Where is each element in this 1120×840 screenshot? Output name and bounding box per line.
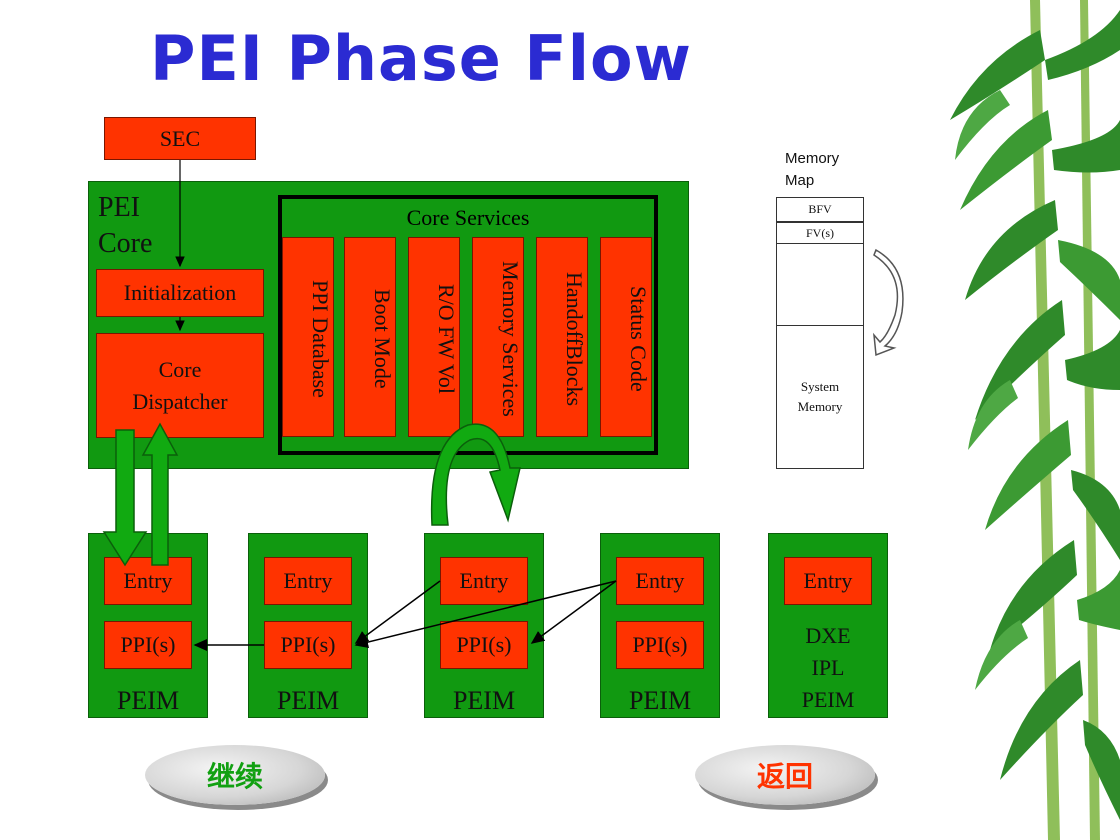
- core-dispatcher-box: Core Dispatcher: [96, 333, 264, 438]
- peim-2-label: PEIM: [276, 686, 340, 715]
- entry3-to-ppi2-arrow: [354, 580, 441, 644]
- dxe-peim-entry: Entry: [784, 557, 872, 605]
- core-services-title: Core Services: [406, 205, 530, 230]
- memory-system-line1: System: [800, 379, 840, 394]
- peim-2-ppi: PPI(s): [264, 621, 352, 669]
- peim-2-entry: Entry: [264, 557, 352, 605]
- back-button-label: 返回: [756, 760, 813, 793]
- dxe-peim-label: DXE IPL PEIM: [768, 620, 888, 716]
- service-ro-fw-vol: R/O FW Vol: [408, 237, 460, 437]
- service-handoff-blocks: HandoffBlocks: [536, 237, 588, 437]
- back-button[interactable]: 返回: [695, 745, 875, 805]
- core-services-frame: [278, 195, 658, 455]
- pei-core-label: PEI Core: [98, 190, 152, 262]
- dispatcher-line2: Dispatcher: [132, 388, 228, 414]
- peim-1-label: PEIM: [116, 686, 180, 715]
- initialization-box: Initialization: [96, 269, 264, 317]
- memory-system: System Memory: [776, 325, 864, 469]
- pei-core-label-line2: Core: [98, 228, 153, 259]
- peim-to-services-arrow: [430, 423, 521, 526]
- memory-map-title-line1: Memory: [785, 150, 840, 167]
- dxe-label-line2: IPL: [811, 655, 845, 680]
- entry4-to-ppi3-arrow: [530, 580, 617, 644]
- peim-4-ppi: PPI(s): [616, 621, 704, 669]
- service-boot-mode: Boot Mode: [344, 237, 396, 437]
- peim-3-label: PEIM: [452, 686, 516, 715]
- memory-system-line2: Memory: [797, 399, 843, 414]
- entry4-to-ppi2-arrow: [354, 580, 617, 648]
- dispatcher-line1: Core: [158, 356, 202, 382]
- memory-map-title-line2: Map: [785, 172, 815, 189]
- dxe-label-line3: PEIM: [801, 687, 855, 712]
- sec-box: SEC: [104, 117, 256, 160]
- dxe-label-line1: DXE: [805, 623, 851, 648]
- peim-3-entry: Entry: [440, 557, 528, 605]
- memory-gap: [776, 244, 864, 326]
- peim-4-label: PEIM: [628, 686, 692, 715]
- dispatch-up-arrow: [141, 422, 179, 566]
- dispatch-down-arrow: [102, 429, 148, 567]
- page-title: PEI Phase Flow: [150, 22, 692, 95]
- peim-1-ppi: PPI(s): [104, 621, 192, 669]
- service-ppi-database: PPI Database: [282, 237, 334, 437]
- memory-bfv: BFV: [776, 197, 864, 222]
- peim-3-ppi: PPI(s): [440, 621, 528, 669]
- peim-1-entry: Entry: [104, 557, 192, 605]
- continue-button-label: 继续: [206, 760, 263, 793]
- pei-core-label-line1: PEI: [98, 192, 140, 223]
- continue-button[interactable]: 继续: [145, 745, 325, 805]
- memory-fvs: FV(s): [776, 222, 864, 244]
- service-status-code: Status Code: [600, 237, 652, 437]
- service-memory-services: Memory Services: [472, 237, 524, 437]
- memory-shadow-arrow: [873, 248, 904, 357]
- peim-4-entry: Entry: [616, 557, 704, 605]
- memory-map-title: Memory Map: [785, 148, 839, 192]
